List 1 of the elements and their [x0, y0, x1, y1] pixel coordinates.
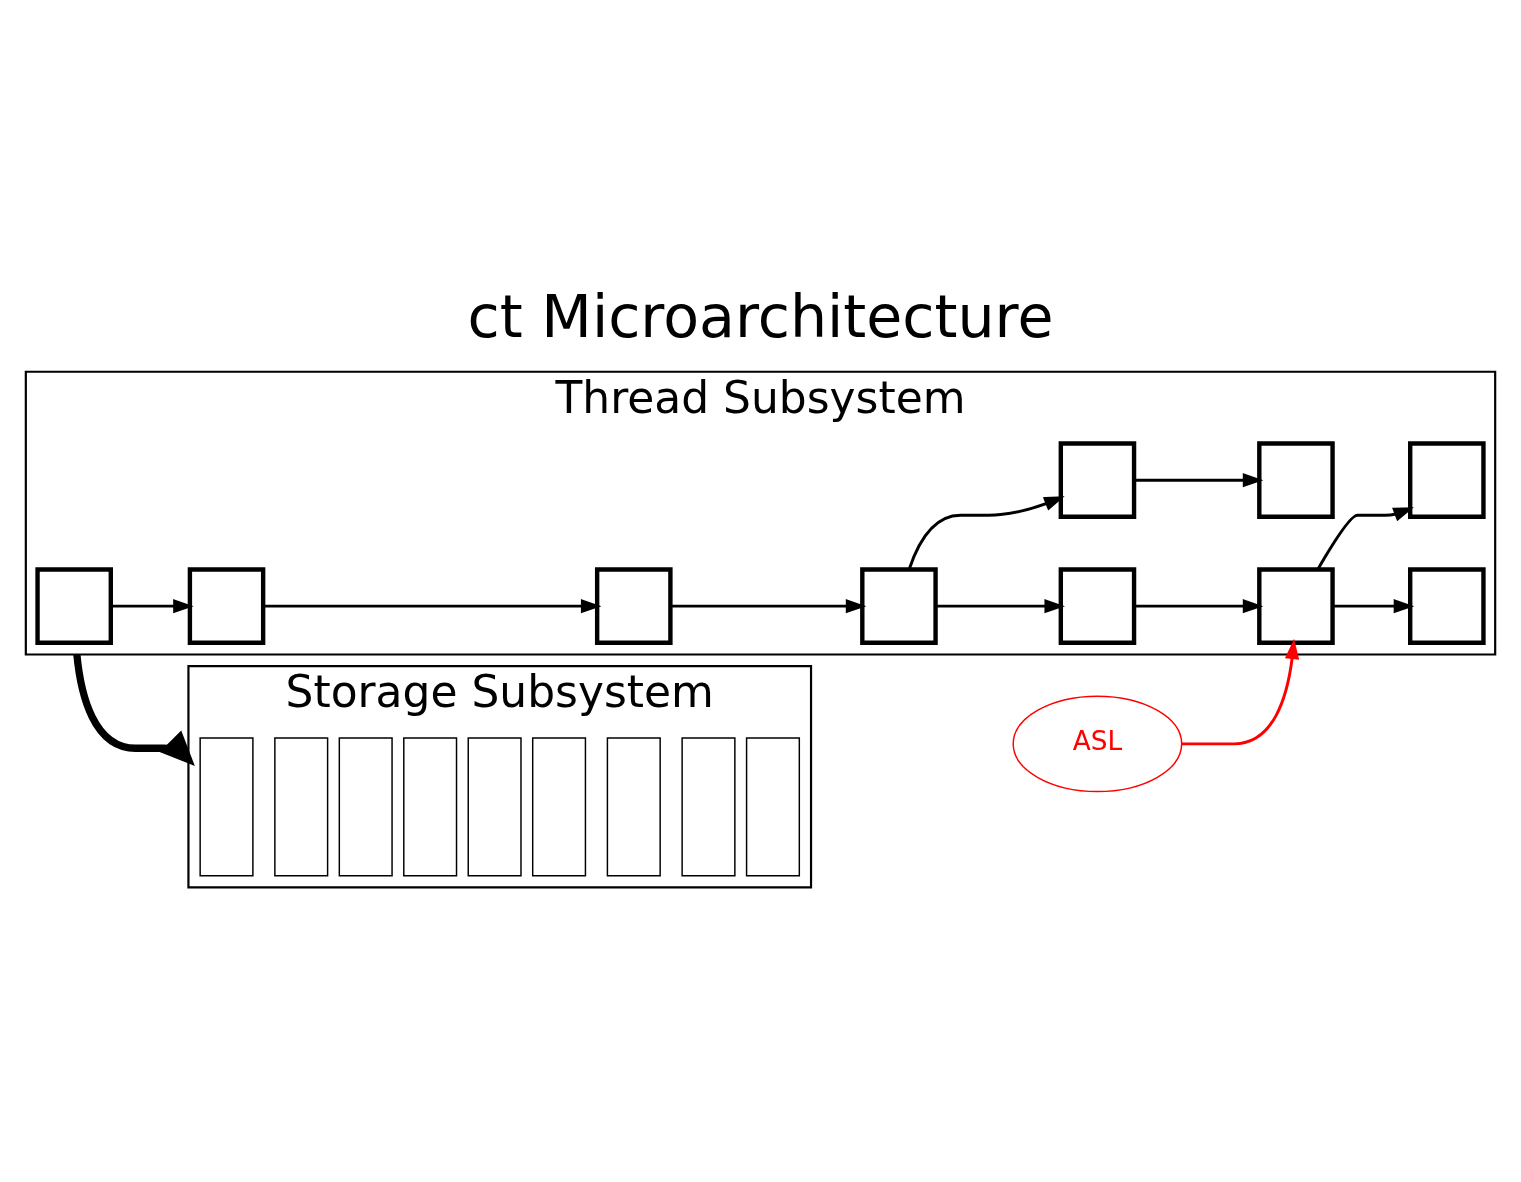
- diagram-title: ct Microarchitecture: [467, 282, 1054, 351]
